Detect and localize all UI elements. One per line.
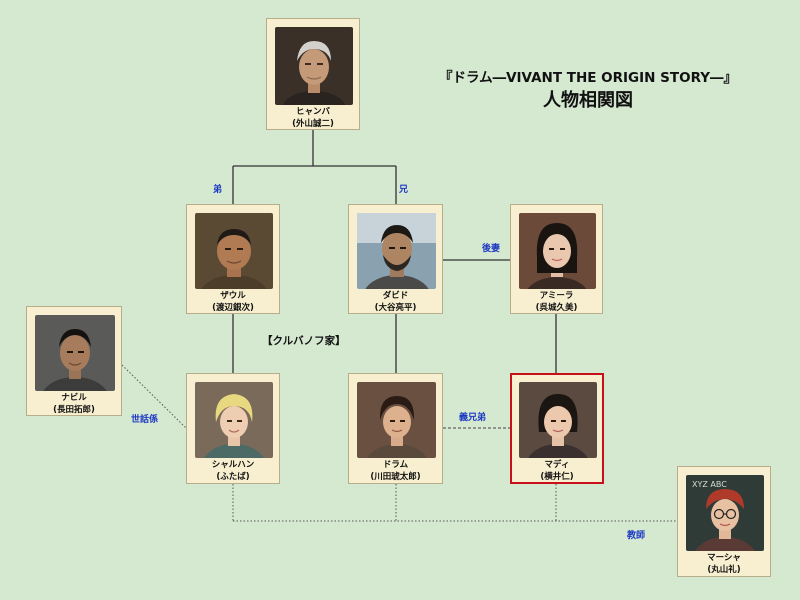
person-actor: (横井仁) [540,472,574,482]
person-role: ザウル [220,291,246,301]
portrait-woman-glasses-icon: XYZ ABC [686,475,764,551]
portrait-man-short-hair-icon [195,213,273,289]
chart-subtitle: 人物相関図 [543,90,633,111]
person-actor: (外山誠二) [292,119,334,129]
person-actor: (川田琥太郎) [370,472,421,482]
person-card-doramu[interactable]: ドラム (川田琥太郎) [348,373,443,484]
person-role: ドラム [382,460,409,470]
portrait-girl-icon [519,382,597,458]
person-card-hyanba[interactable]: ヒャンバ (外山誠二) [266,18,360,130]
person-role: ヒャンバ [295,107,330,117]
person-actor: (丸山礼) [707,565,741,575]
family-label: 【クルバノフ家】 [262,335,346,347]
relation-teacher: 教師 [627,531,646,541]
person-card-madi[interactable]: マディ (横井仁) [510,373,604,484]
person-card-masha[interactable]: XYZ ABC マーシャ (丸山礼) [677,466,771,577]
portrait-blond-child-icon [195,382,273,458]
person-role: マーシャ [707,553,741,563]
person-card-dabido[interactable]: ダビド (大谷亮平) [348,204,443,314]
person-role: ダビド [382,291,409,301]
person-card-sharuhan[interactable]: シャルハン (ふたば) [186,373,280,484]
person-card-amira[interactable]: アミーラ (呉城久美) [510,204,603,314]
relation-second-wife: 後妻 [482,244,501,254]
person-card-zaul[interactable]: ザウル (渡辺銀次) [186,204,280,314]
person-actor: (長田拓郎) [53,405,95,415]
relation-younger-brother: 弟 [213,185,223,195]
chart-title: 『ドラム―VIVANT THE ORIGIN STORY―』 [438,70,738,86]
portrait-boy-icon [357,382,436,458]
portrait-woman-icon [519,213,596,289]
person-card-nabiru[interactable]: ナビル (長田拓郎) [26,306,122,416]
portrait-elder-gray-hair-icon [275,27,353,105]
person-actor: (ふたば) [216,472,250,482]
person-role: ナビル [61,393,87,403]
person-actor: (大谷亮平) [374,303,417,313]
relation-caretaker: 世話係 [131,415,159,425]
line-caretaker [121,364,187,429]
svg-text:XYZ ABC: XYZ ABC [692,480,727,489]
relation-older-brother: 兄 [399,185,409,195]
person-actor: (渡辺銀次) [212,303,254,313]
person-role: マディ [544,460,570,470]
person-role: アミーラ [539,291,574,301]
person-actor: (呉城久美) [535,303,578,313]
person-role: シャルハン [211,460,255,470]
portrait-man-icon [35,315,115,391]
portrait-man-beard-icon [357,213,436,289]
relation-step-brother: 義兄弟 [459,413,487,423]
